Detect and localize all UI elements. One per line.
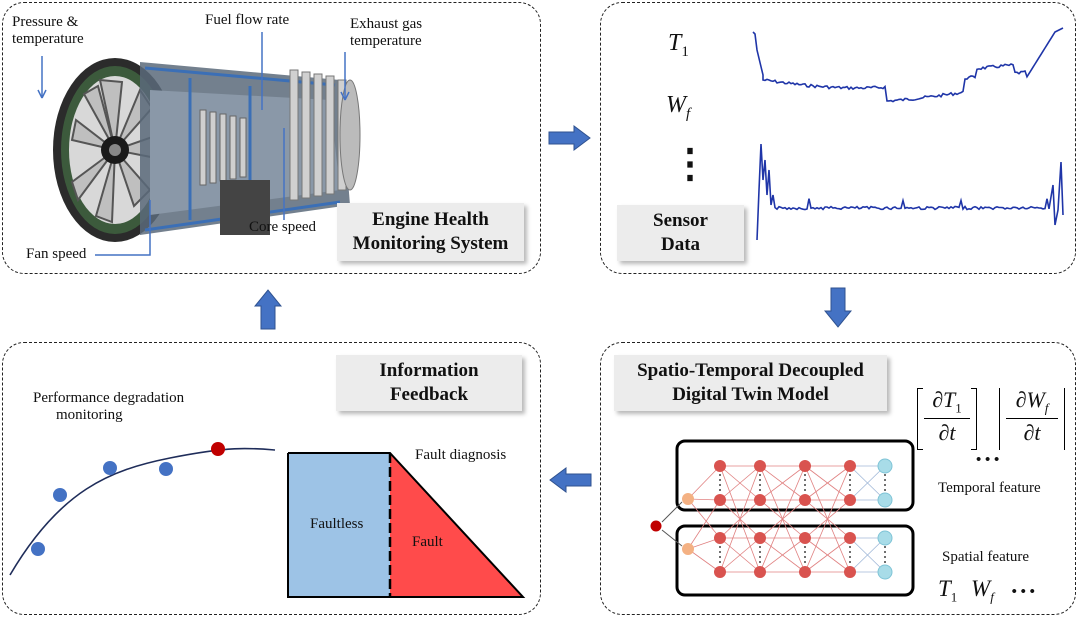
information-feedback-title: Information Feedback <box>336 355 522 411</box>
digital-twin-panel <box>600 342 1076 615</box>
fan-speed-label: Fan speed <box>26 246 87 262</box>
network-node <box>799 566 811 578</box>
network-node <box>714 494 726 506</box>
network-node <box>799 494 811 506</box>
network-node <box>844 566 856 578</box>
network-node <box>754 532 766 544</box>
sensor-data-panel <box>600 2 1076 274</box>
information-feedback-panel <box>2 342 541 615</box>
engine-health-title: Engine Health Monitoring System <box>337 203 524 261</box>
spatial-feature-label: Spatial feature <box>942 549 1030 565</box>
performance-degradation-label: Performance degradation monitoring <box>33 390 185 423</box>
network-output-node <box>877 564 893 580</box>
network-node <box>714 566 726 578</box>
fault-diagnosis-chart <box>287 452 526 598</box>
degradation-point <box>31 542 45 556</box>
network-node <box>754 460 766 472</box>
degradation-point-current <box>211 442 225 456</box>
degradation-curve <box>9 442 276 576</box>
neural-network-diagram <box>650 439 915 597</box>
network-node <box>844 460 856 472</box>
digital-twin-title: Spatio-Temporal Decoupled Digital Twin M… <box>614 355 887 411</box>
pressure-temperature-label: Pressure & temperature <box>12 14 84 47</box>
arrow-down <box>824 287 852 328</box>
arrow-right <box>548 125 591 151</box>
arrow-left <box>549 467 592 493</box>
sensor-data-title: Sensor Data <box>617 205 744 261</box>
temporal-ellipsis: • • • <box>976 452 1000 468</box>
fault-label: Fault <box>412 534 443 550</box>
sensor-signal-plots <box>752 27 1064 240</box>
core-speed-label: Core speed <box>249 219 317 235</box>
fault-diagnosis-label: Fault diagnosis <box>415 447 507 463</box>
degradation-point <box>53 488 67 502</box>
network-output-node <box>877 458 893 474</box>
network-output-node <box>877 530 893 546</box>
network-node <box>714 460 726 472</box>
network-node <box>799 460 811 472</box>
exhaust-gas-temperature-label: Exhaust gas temperature <box>350 16 423 49</box>
sensor-symbol-t1: T1 <box>668 30 689 60</box>
network-node <box>844 494 856 506</box>
sensor-symbol-wf: Wf <box>666 92 691 122</box>
network-node <box>799 532 811 544</box>
engine-health-panel <box>2 2 541 274</box>
faultless-label: Faultless <box>310 516 364 532</box>
degradation-point <box>103 461 117 475</box>
engine-leader-lines <box>37 32 350 256</box>
sensor-vertical-dots: ⋮ <box>670 141 710 186</box>
network-output-node <box>877 492 893 508</box>
network-node <box>714 532 726 544</box>
fuel-flow-rate-label: Fuel flow rate <box>205 12 290 28</box>
spatial-symbols: T1 Wf • • • <box>938 576 1035 605</box>
arrow-up <box>254 289 282 330</box>
temporal-derivative-wf: ∂Wf ∂t <box>999 388 1065 450</box>
network-node <box>754 494 766 506</box>
temporal-derivative-t1: ∂T1 ∂t <box>917 388 977 450</box>
degradation-point <box>159 462 173 476</box>
temporal-feature-label: Temporal feature <box>938 480 1041 496</box>
network-node <box>844 532 856 544</box>
turbofan-engine-illustration <box>53 58 361 242</box>
network-node <box>754 566 766 578</box>
